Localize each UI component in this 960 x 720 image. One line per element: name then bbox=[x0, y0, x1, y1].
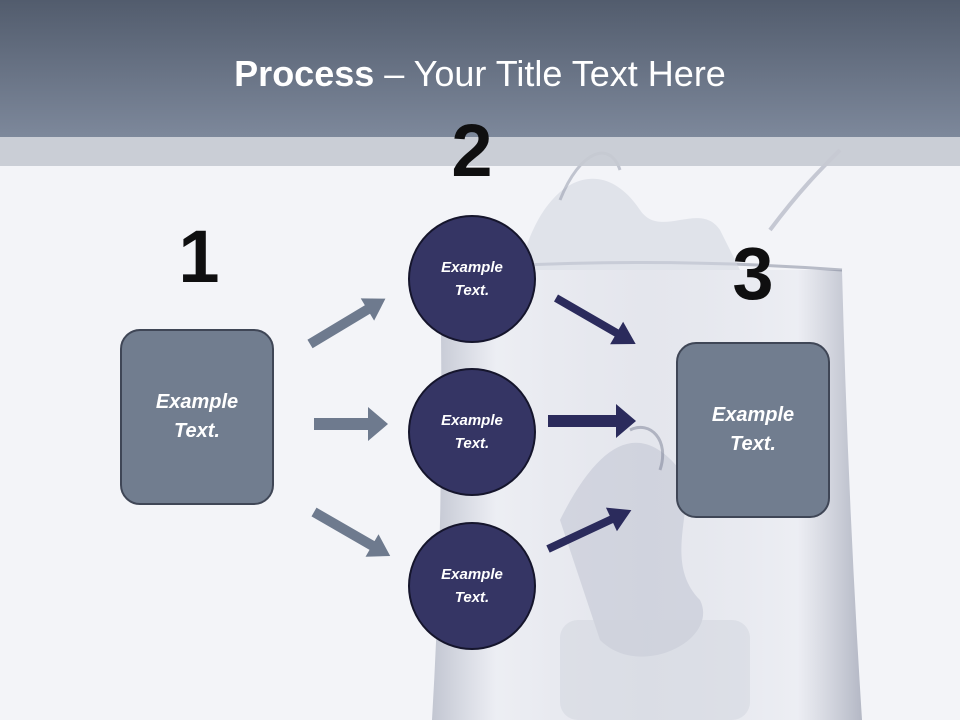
circle-top: Example Text. bbox=[408, 215, 536, 343]
arrow-to-top-circle bbox=[307, 298, 386, 349]
step-number-1: 1 bbox=[178, 215, 220, 298]
arrow-to-middle-circle bbox=[314, 407, 388, 441]
end-box-line1: Example bbox=[711, 404, 795, 426]
start-box-line2: Text. bbox=[174, 420, 220, 442]
end-box: Example Text. bbox=[676, 342, 830, 518]
circle-top-line1: Example bbox=[441, 259, 503, 276]
circle-bottom: Example Text. bbox=[408, 522, 536, 650]
title-rest: – Your Title Text Here bbox=[374, 53, 726, 94]
step-number-3: 3 bbox=[732, 232, 774, 315]
arrow-from-top-circle bbox=[554, 294, 636, 345]
end-box-line2: Text. bbox=[730, 433, 776, 455]
arrow-from-bottom-circle bbox=[546, 507, 632, 553]
arrow-from-middle-circle bbox=[548, 404, 636, 438]
circle-middle: Example Text. bbox=[408, 368, 536, 496]
circle-bottom-line2: Text. bbox=[454, 589, 490, 606]
circle-middle-line2: Text. bbox=[454, 435, 490, 452]
arrow-to-bottom-circle bbox=[311, 507, 391, 557]
step-number-2: 2 bbox=[451, 109, 493, 192]
circle-top-line2: Text. bbox=[454, 282, 490, 299]
title-bar bbox=[0, 0, 960, 137]
title-subband bbox=[0, 137, 960, 166]
slide-title: Process – Your Title Text Here bbox=[0, 52, 960, 96]
title-bold: Process bbox=[234, 53, 375, 94]
start-box: Example Text. bbox=[120, 329, 274, 505]
circle-bottom-line1: Example bbox=[441, 566, 503, 583]
start-box-line1: Example bbox=[155, 391, 239, 413]
circle-middle-line1: Example bbox=[441, 412, 503, 429]
